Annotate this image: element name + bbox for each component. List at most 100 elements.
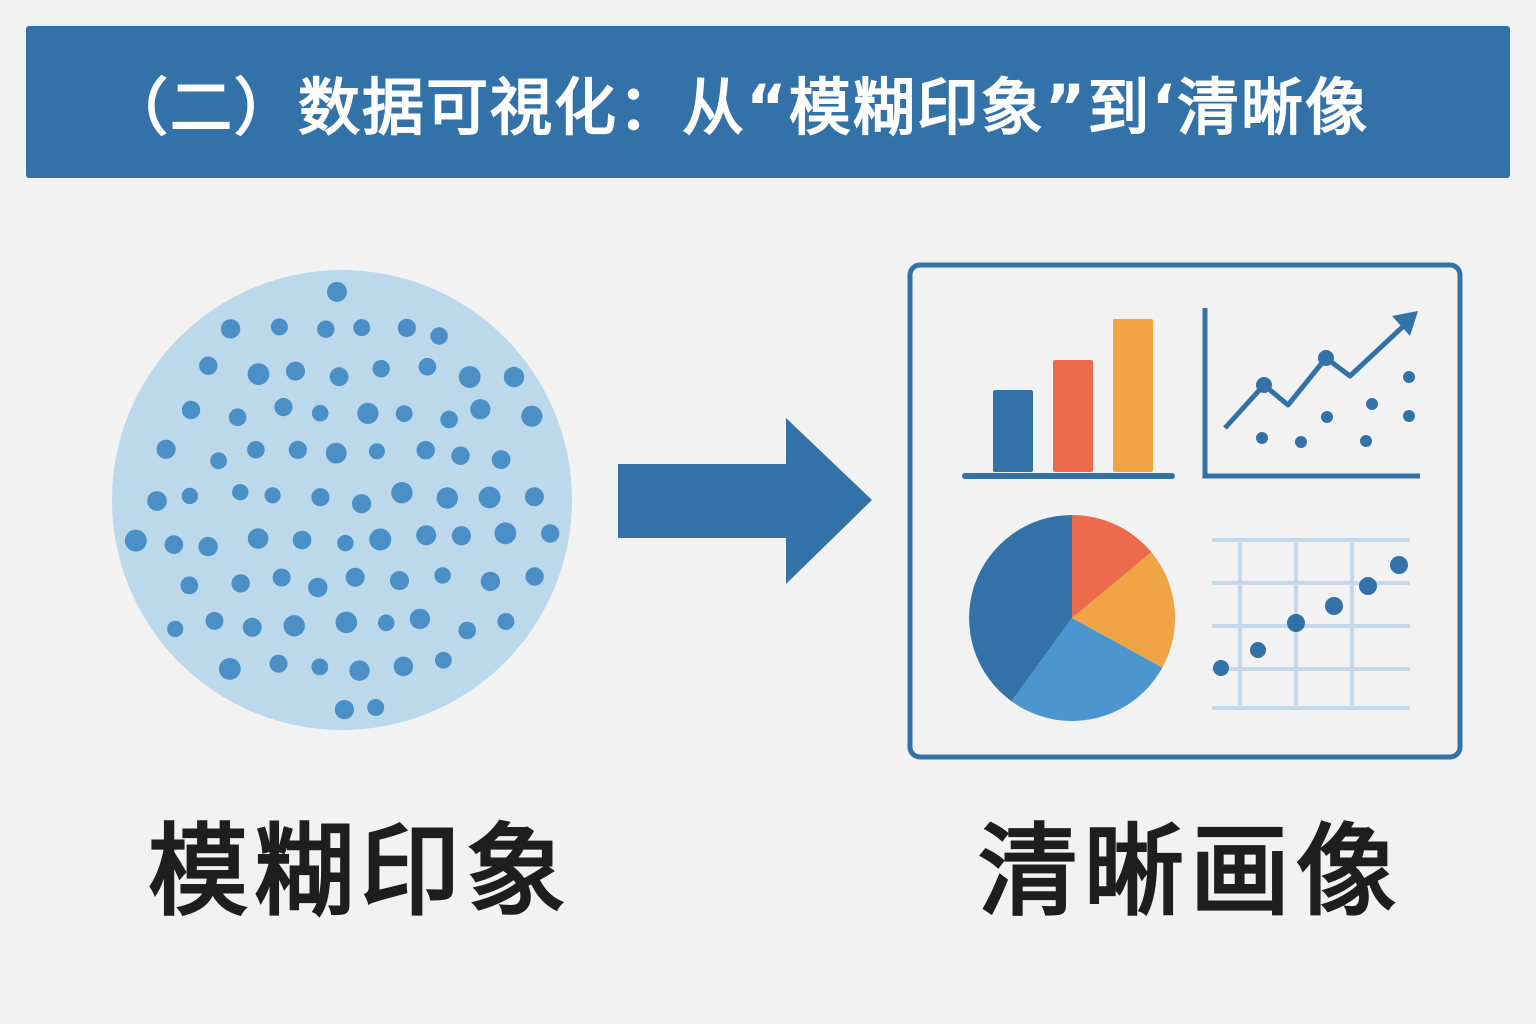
scatter-dot	[497, 613, 515, 630]
scatter-dot	[247, 440, 265, 459]
scatter-dot	[416, 525, 437, 546]
scatter-dot	[220, 319, 241, 339]
scatter-dot	[434, 567, 451, 584]
scatter-dot	[334, 700, 354, 720]
scatter-dot	[369, 528, 392, 551]
scatter-dot	[210, 452, 228, 470]
scatter-dot	[395, 405, 413, 422]
arrow-right-icon	[618, 418, 872, 584]
line-chart-icon	[1202, 308, 1420, 479]
scatter-dot	[317, 320, 335, 338]
scatter-dot	[218, 658, 241, 680]
scatter-dot	[352, 494, 372, 514]
scatter-dot	[231, 574, 250, 593]
scatter-dot	[232, 484, 249, 501]
line-markers	[1256, 350, 1415, 448]
scatter-dot	[198, 536, 218, 557]
scatter-dot	[242, 617, 262, 637]
scatter-dot	[228, 408, 247, 427]
scatter-dots	[124, 281, 560, 720]
scatter-dot	[164, 535, 184, 554]
scatter-dot	[325, 442, 347, 464]
scatter-dot	[458, 621, 477, 640]
scatter-dot	[377, 614, 395, 632]
scatter-dot	[147, 491, 167, 511]
scatter-dot	[435, 651, 452, 669]
scatter-dot	[311, 658, 329, 676]
scatter-dot	[440, 410, 458, 429]
scatter-dot	[416, 441, 435, 460]
scatter-dot	[367, 699, 385, 716]
scatter-dot	[292, 530, 312, 550]
fuzzy-circle	[112, 270, 572, 730]
scatter-dot	[311, 488, 330, 507]
scatter-dot	[288, 440, 307, 459]
scatter-dot	[524, 487, 544, 507]
grid-points	[1213, 556, 1408, 676]
scatter-dot	[368, 443, 385, 460]
page-title: （二）数据可視化：从“模糊印象”到‘清晰像	[106, 71, 1370, 144]
scatter-dot	[167, 620, 184, 638]
pie-slice-red	[1072, 514, 1152, 618]
bar-chart-icon	[962, 319, 1175, 479]
scatter-dot	[205, 611, 224, 630]
trend-line	[1223, 318, 1412, 430]
scatter-dot	[180, 576, 199, 595]
scatter-dot	[372, 360, 390, 378]
scatter-dot	[199, 356, 218, 375]
bar-1	[993, 390, 1033, 472]
scatter-dot	[335, 611, 358, 634]
scatter-dot	[329, 367, 349, 387]
scatter-dot	[494, 522, 517, 545]
scatter-dot	[283, 615, 305, 637]
caption-clear-portrait: 清晰画像	[978, 813, 1402, 930]
scatter-dot	[390, 571, 409, 591]
scatter-dot	[124, 529, 147, 552]
scatter-dot	[521, 405, 543, 427]
scatter-grid-icon	[1212, 538, 1410, 710]
scatter-dot	[480, 571, 501, 592]
scatter-dot	[503, 366, 525, 388]
scatter-dot	[458, 366, 481, 388]
scatter-dot	[181, 487, 198, 505]
caption-fuzzy-impression: 模糊印象	[148, 813, 572, 930]
scatter-dot	[345, 567, 365, 587]
scatter-dot	[541, 524, 560, 543]
scatter-dot	[393, 656, 414, 677]
scatter-dot	[451, 446, 470, 465]
scatter-dot	[247, 363, 270, 385]
dashboard-frame	[907, 262, 1463, 760]
scatter-dot	[397, 318, 416, 337]
bar-3	[1113, 319, 1153, 472]
title-banner: （二）数据可視化：从“模糊印象”到‘清晰像	[26, 26, 1510, 178]
scatter-dot	[353, 319, 371, 337]
scatter-dot	[327, 281, 347, 302]
scatter-dot	[311, 404, 329, 422]
scatter-dot	[264, 487, 281, 504]
pie-slice-mid-blue	[1011, 618, 1163, 721]
scatter-dot	[391, 482, 413, 504]
scatter-dot	[274, 398, 293, 417]
scatter-dot	[270, 318, 288, 336]
scatter-dot	[286, 361, 305, 381]
scatter-dot	[349, 660, 370, 681]
scatter-dot	[272, 568, 291, 587]
scatter-dot	[247, 528, 269, 549]
dotted-circle-icon	[112, 270, 572, 730]
scatter-dot	[269, 654, 288, 673]
grid-lines	[1212, 538, 1410, 710]
scatter-dot	[156, 439, 176, 459]
pie-slice-blue	[969, 515, 1072, 702]
scatter-dot	[436, 487, 458, 509]
pie-slice-orange	[1072, 552, 1176, 668]
line-axes	[1202, 308, 1420, 479]
scatter-dot	[525, 567, 544, 586]
scatter-dot	[430, 327, 448, 345]
scatter-dot	[409, 608, 431, 630]
scatter-dot	[308, 577, 328, 598]
scatter-dot	[491, 450, 511, 469]
scatter-dot	[470, 399, 491, 420]
trend-arrowhead	[1392, 311, 1418, 336]
scatter-dot	[357, 402, 379, 424]
